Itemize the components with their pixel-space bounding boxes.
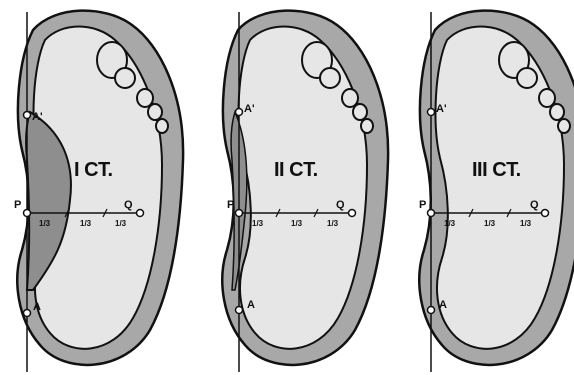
point-a-prime-2 <box>236 109 243 116</box>
label-q-1: Q <box>124 199 133 211</box>
label-p-2: P <box>227 199 234 211</box>
point-a-prime-3 <box>428 109 435 116</box>
point-a-1 <box>24 310 31 317</box>
toe-1-5 <box>156 119 168 133</box>
point-q-1 <box>137 210 144 217</box>
label-p-1: P <box>14 199 21 211</box>
segment-1-3: 1/3 <box>115 219 127 228</box>
figure-2: A' P Q A 1/3 1/3 1/3 II CT. <box>222 11 388 372</box>
label-a-prime-3: A' <box>436 103 447 115</box>
segment-2-2: 1/3 <box>291 219 303 228</box>
label-p-3: P <box>419 199 426 211</box>
point-a-3 <box>428 307 435 314</box>
figure-3: A' P Q A 1/3 1/3 1/3 III CT. <box>419 11 574 372</box>
title-1: I CT. <box>74 159 113 181</box>
segment-3-1: 1/3 <box>444 219 456 228</box>
label-q-3: Q <box>530 199 539 211</box>
point-a-prime-1 <box>24 112 31 119</box>
point-q-2 <box>349 210 356 217</box>
point-a-2 <box>236 307 243 314</box>
toe-1-4 <box>148 104 162 120</box>
point-p-2 <box>236 210 243 217</box>
point-q-3 <box>542 210 549 217</box>
toe-1-2 <box>115 68 135 88</box>
label-a-3: A <box>439 299 447 311</box>
title-3: III CT. <box>472 159 521 181</box>
segment-1-1: 1/3 <box>39 219 51 228</box>
label-a-prime-2: A' <box>244 103 255 115</box>
title-2: II CT. <box>274 159 318 181</box>
segment-1-2: 1/3 <box>80 219 92 228</box>
segment-3-3: 1/3 <box>520 219 532 228</box>
label-a-2: A <box>247 299 255 311</box>
point-p-3 <box>428 210 435 217</box>
point-p-1 <box>24 210 31 217</box>
figure-1: A' P Q A 1/3 1/3 1/3 I CT. <box>14 11 183 372</box>
label-q-2: Q <box>336 199 345 211</box>
segment-2-1: 1/3 <box>252 219 264 228</box>
toe-1-3 <box>137 89 153 107</box>
label-a-1: A <box>33 301 41 313</box>
label-a-prime-1: A' <box>32 111 43 123</box>
segment-3-2: 1/3 <box>484 219 496 228</box>
segment-2-3: 1/3 <box>327 219 339 228</box>
